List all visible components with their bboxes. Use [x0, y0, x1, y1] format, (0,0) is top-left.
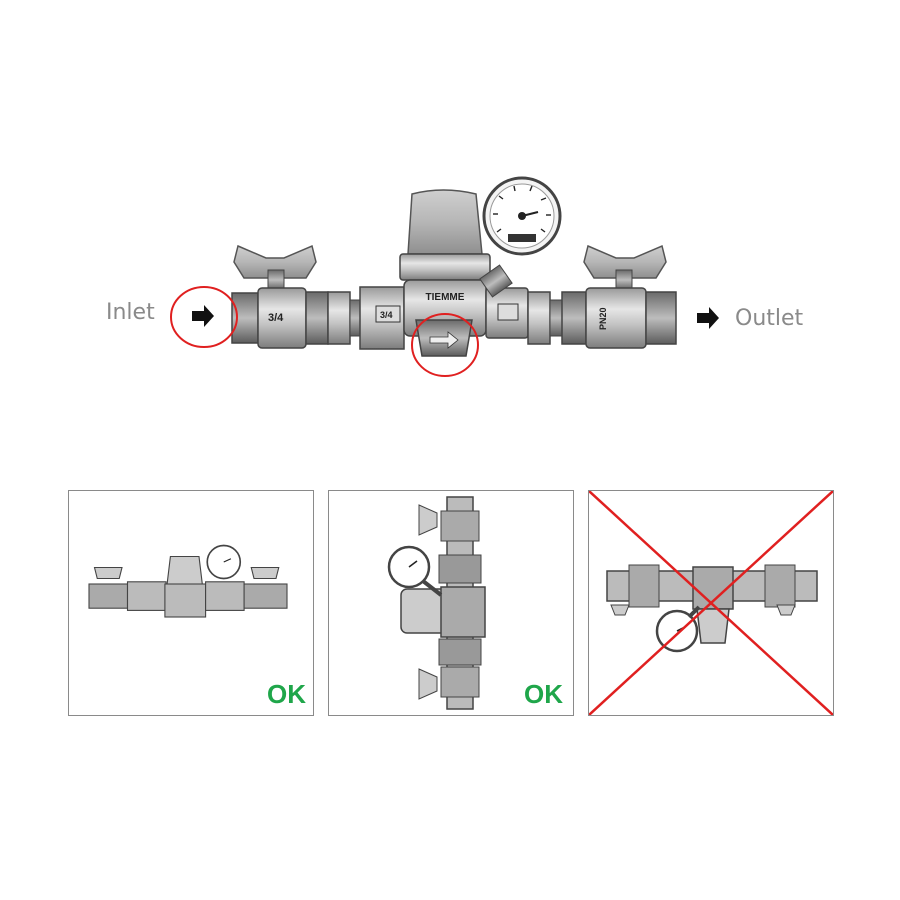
- butterfly-handle-icon: [583, 244, 667, 291]
- cross-line: [589, 491, 833, 715]
- inlet-label: Inlet: [106, 300, 155, 325]
- arrow-right-icon: [192, 305, 214, 327]
- valve-assembly-upside-down: [589, 491, 833, 715]
- size-marking: 3/4: [268, 312, 284, 324]
- install-panel-upside-down: [588, 490, 834, 716]
- flow-arrow-icon: [429, 331, 459, 349]
- pressure-marking: PN20: [598, 307, 608, 330]
- left-ball-valve: 3/4: [231, 244, 329, 349]
- main-valve-assembly: 3/4 3/4 TIEMME: [170, 176, 719, 377]
- pressure-reducer-body: TIEMME: [399, 189, 529, 357]
- butterfly-handle-icon: [233, 244, 317, 291]
- arrow-right-icon: [697, 307, 719, 329]
- valve-assembly-vertical: [387, 496, 486, 710]
- pressure-gauge-icon: [479, 176, 562, 298]
- flow-arrow-highlight-circle: [411, 313, 479, 377]
- outlet-label: Outlet: [735, 306, 804, 331]
- verdict-ok-label: OK: [524, 679, 563, 709]
- brand-label: TIEMME: [426, 292, 465, 303]
- size-marking: 3/4: [380, 310, 393, 320]
- install-panel-vertical: OK: [328, 490, 574, 716]
- inlet-highlight-circle: [170, 286, 238, 348]
- verdict-ok-label: OK: [267, 679, 306, 709]
- right-ball-valve: PN20: [561, 244, 677, 349]
- install-panel-horizontal: OK: [68, 490, 314, 716]
- valve-assembly-horizontal: [88, 544, 288, 618]
